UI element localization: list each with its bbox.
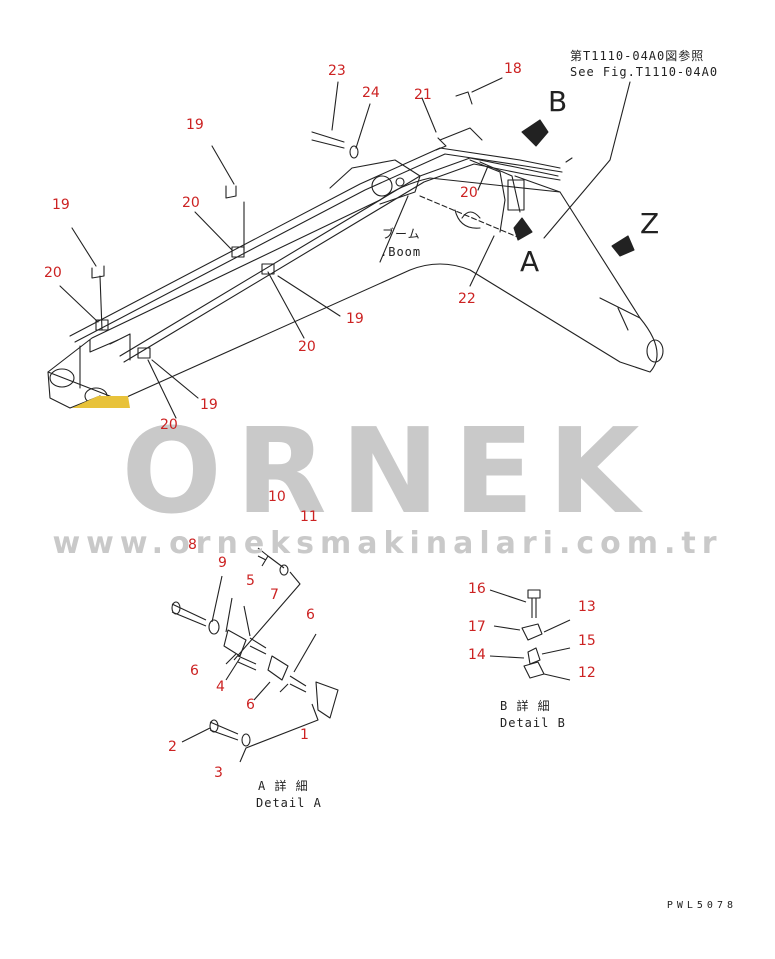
drawing-code: PWL5078 bbox=[666, 900, 737, 911]
detail-a-parts bbox=[171, 547, 339, 763]
view-marker-z: Z bbox=[640, 207, 660, 240]
detail-b-title-english: Detail B bbox=[500, 716, 566, 730]
callout-6-left: 6 bbox=[190, 663, 199, 679]
callout-19-upper: 19 bbox=[186, 117, 204, 133]
detail-b-title-japanese: B 詳 細 bbox=[500, 699, 551, 713]
watermark-brand: ORNEK bbox=[121, 402, 654, 540]
callout-7: 7 bbox=[270, 587, 279, 603]
callout-10: 10 bbox=[268, 489, 286, 505]
view-marker-a: A bbox=[520, 245, 540, 278]
callout-1: 1 bbox=[300, 727, 309, 743]
callout-22: 22 bbox=[458, 291, 476, 307]
callout-23: 23 bbox=[328, 63, 346, 79]
callout-19-bottom: 19 bbox=[200, 397, 218, 413]
callout-18: 18 bbox=[504, 61, 522, 77]
callout-8: 8 bbox=[188, 537, 197, 553]
detail-a-title-english: Detail A bbox=[256, 796, 322, 810]
boom-label-japanese: ブーム bbox=[382, 227, 421, 241]
callout-11: 11 bbox=[300, 509, 318, 525]
callout-6-bottom: 6 bbox=[246, 697, 255, 713]
callout-2: 2 bbox=[168, 739, 177, 755]
reference-note-japanese: 第T1110-04A0図参照 bbox=[570, 49, 705, 63]
callout-16: 16 bbox=[468, 581, 486, 597]
boom-leader bbox=[379, 195, 409, 263]
boom-label-english: .Boom bbox=[380, 245, 422, 259]
callout-5: 5 bbox=[246, 573, 255, 589]
callout-9: 9 bbox=[218, 555, 227, 571]
view-arrows bbox=[513, 119, 635, 257]
callout-15: 15 bbox=[578, 633, 596, 649]
callout-4: 4 bbox=[216, 679, 225, 695]
callout-19-middle: 19 bbox=[346, 311, 364, 327]
callout-20-right: 20 bbox=[460, 185, 478, 201]
callout-17: 17 bbox=[468, 619, 486, 635]
callout-6-right: 6 bbox=[306, 607, 315, 623]
callout-13: 13 bbox=[578, 599, 596, 615]
watermark-url: www.orneksmakinalari.com.tr bbox=[52, 526, 723, 561]
view-marker-b: B bbox=[548, 85, 568, 118]
callout-21: 21 bbox=[414, 87, 432, 103]
detail-b-parts bbox=[489, 589, 571, 681]
callout-19-left: 19 bbox=[52, 197, 70, 213]
hydraulic-pipes bbox=[69, 127, 563, 363]
leader-lines bbox=[59, 77, 631, 419]
detail-a-title-japanese: A 詳 細 bbox=[258, 779, 309, 793]
callout-3: 3 bbox=[214, 765, 223, 781]
callout-20-upper: 20 bbox=[182, 195, 200, 211]
callout-20-middle: 20 bbox=[298, 339, 316, 355]
reference-note-english: See Fig.T1110-04A0 bbox=[570, 65, 719, 79]
callout-20-bottom: 20 bbox=[160, 417, 178, 433]
callout-20-left: 20 bbox=[44, 265, 62, 281]
boom-body bbox=[47, 159, 664, 409]
accent-mark bbox=[72, 396, 130, 408]
callout-12: 12 bbox=[578, 665, 596, 681]
clamps bbox=[91, 91, 481, 359]
callout-14: 14 bbox=[468, 647, 486, 663]
callout-24: 24 bbox=[362, 85, 380, 101]
